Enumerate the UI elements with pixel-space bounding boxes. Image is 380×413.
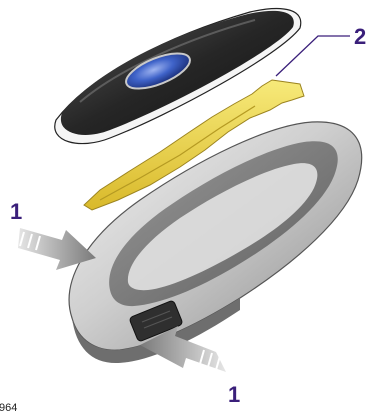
key-fob-housing xyxy=(69,122,362,363)
key-cover xyxy=(55,9,301,144)
callout-2-leader-line xyxy=(276,36,350,76)
callout-label-2: 2 xyxy=(354,24,366,49)
reference-code: 964 xyxy=(0,402,17,413)
callout-label-1-left: 1 xyxy=(10,199,22,224)
callout-label-1-bottom: 1 xyxy=(228,382,240,407)
